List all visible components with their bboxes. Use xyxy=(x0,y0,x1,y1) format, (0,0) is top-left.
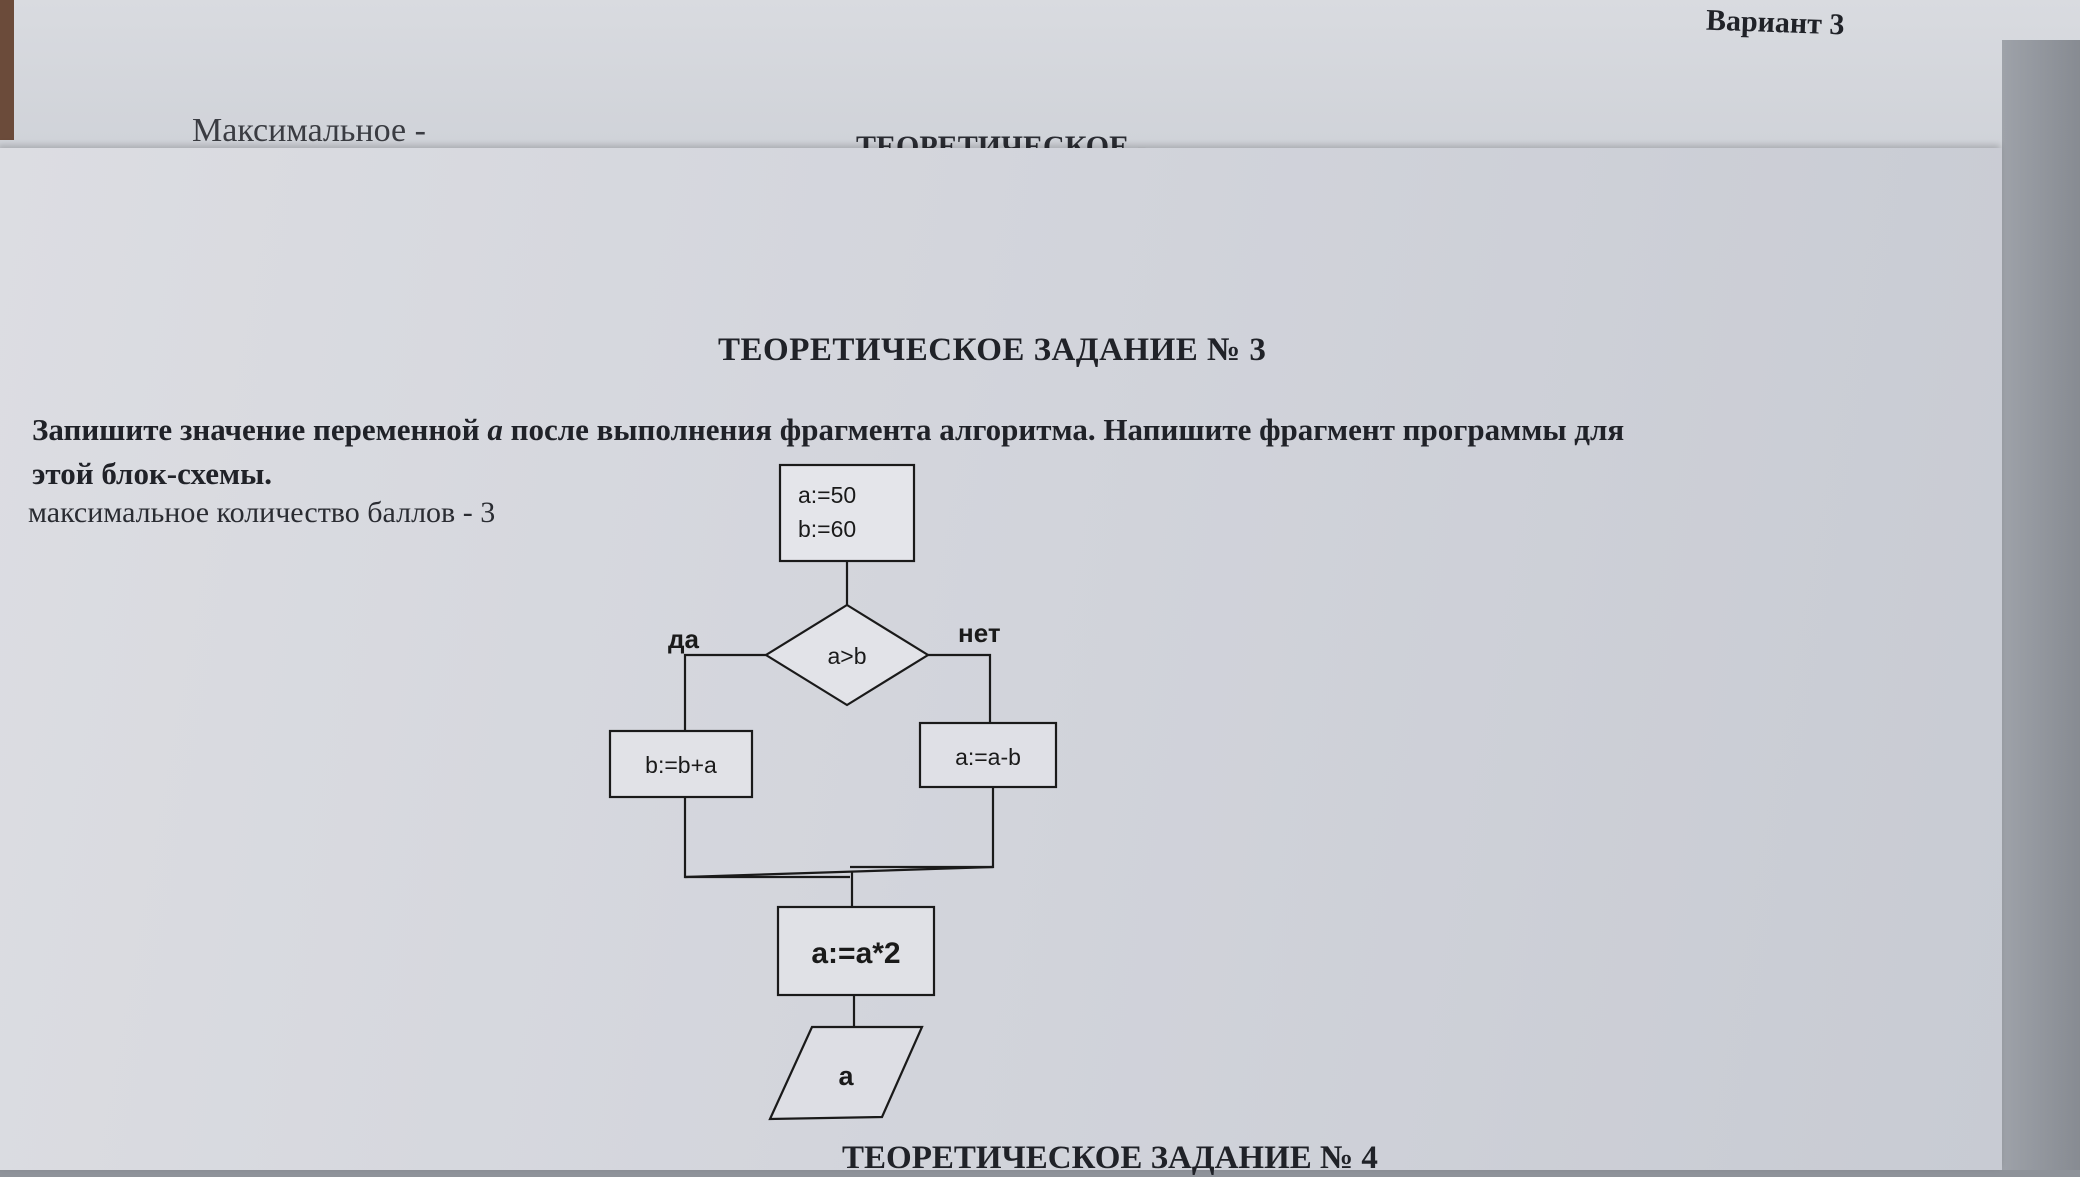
back-sheet xyxy=(0,0,2080,160)
instruction-part1: Запишите значение переменной xyxy=(32,412,488,447)
task-title: ТЕОРЕТИЧЕСКОЕ ЗАДАНИЕ № 3 xyxy=(718,332,1267,368)
task-instruction-line1: Запишите значение переменной a после вып… xyxy=(32,412,1624,448)
instruction-variable: a xyxy=(487,412,503,447)
start-block xyxy=(778,463,916,563)
output-parallelogram xyxy=(768,1025,924,1121)
output-label: a xyxy=(838,1061,854,1091)
condition-label: a>b xyxy=(827,643,866,669)
no-action-label: a:=a-b xyxy=(955,744,1021,770)
back-sheet-edge xyxy=(0,0,14,140)
yes-label: да xyxy=(668,624,700,654)
flowchart: a:=50 b:=60 a>b да нет b:=b+a a:=a-b a:=… xyxy=(608,463,1058,1121)
decision-diamond xyxy=(763,603,931,707)
main-sheet xyxy=(0,148,2002,1170)
connector-yes-merge xyxy=(683,797,850,879)
variant-label: Вариант 3 xyxy=(1705,3,1846,42)
final-action-label: a:=a*2 xyxy=(811,937,900,970)
no-label: нет xyxy=(958,618,1001,648)
connector-no-branch xyxy=(928,653,992,723)
instruction-part2: после выполнения фрагмента алгоритма. На… xyxy=(502,412,1625,447)
background-surface xyxy=(2002,40,2080,1170)
yes-action-label: b:=b+a xyxy=(645,752,717,778)
start-line2: b:=60 xyxy=(798,516,856,542)
no-action-block xyxy=(918,721,1058,789)
final-action-block xyxy=(776,905,936,997)
back-sheet-text-left: Максимальное - xyxy=(192,112,426,149)
start-line1: a:=50 xyxy=(798,482,856,508)
merge-line xyxy=(684,865,994,879)
task-instruction-line2: этой блок-схемы. xyxy=(32,456,273,491)
max-points: максимальное количество баллов - 3 xyxy=(28,496,496,529)
yes-action-block xyxy=(608,729,754,799)
connector-yes-branch xyxy=(683,653,766,731)
connector-no-merge xyxy=(850,787,995,869)
next-task-title: ТЕОРЕТИЧЕСКОЕ ЗАДАНИЕ № 4 xyxy=(842,1140,1378,1176)
